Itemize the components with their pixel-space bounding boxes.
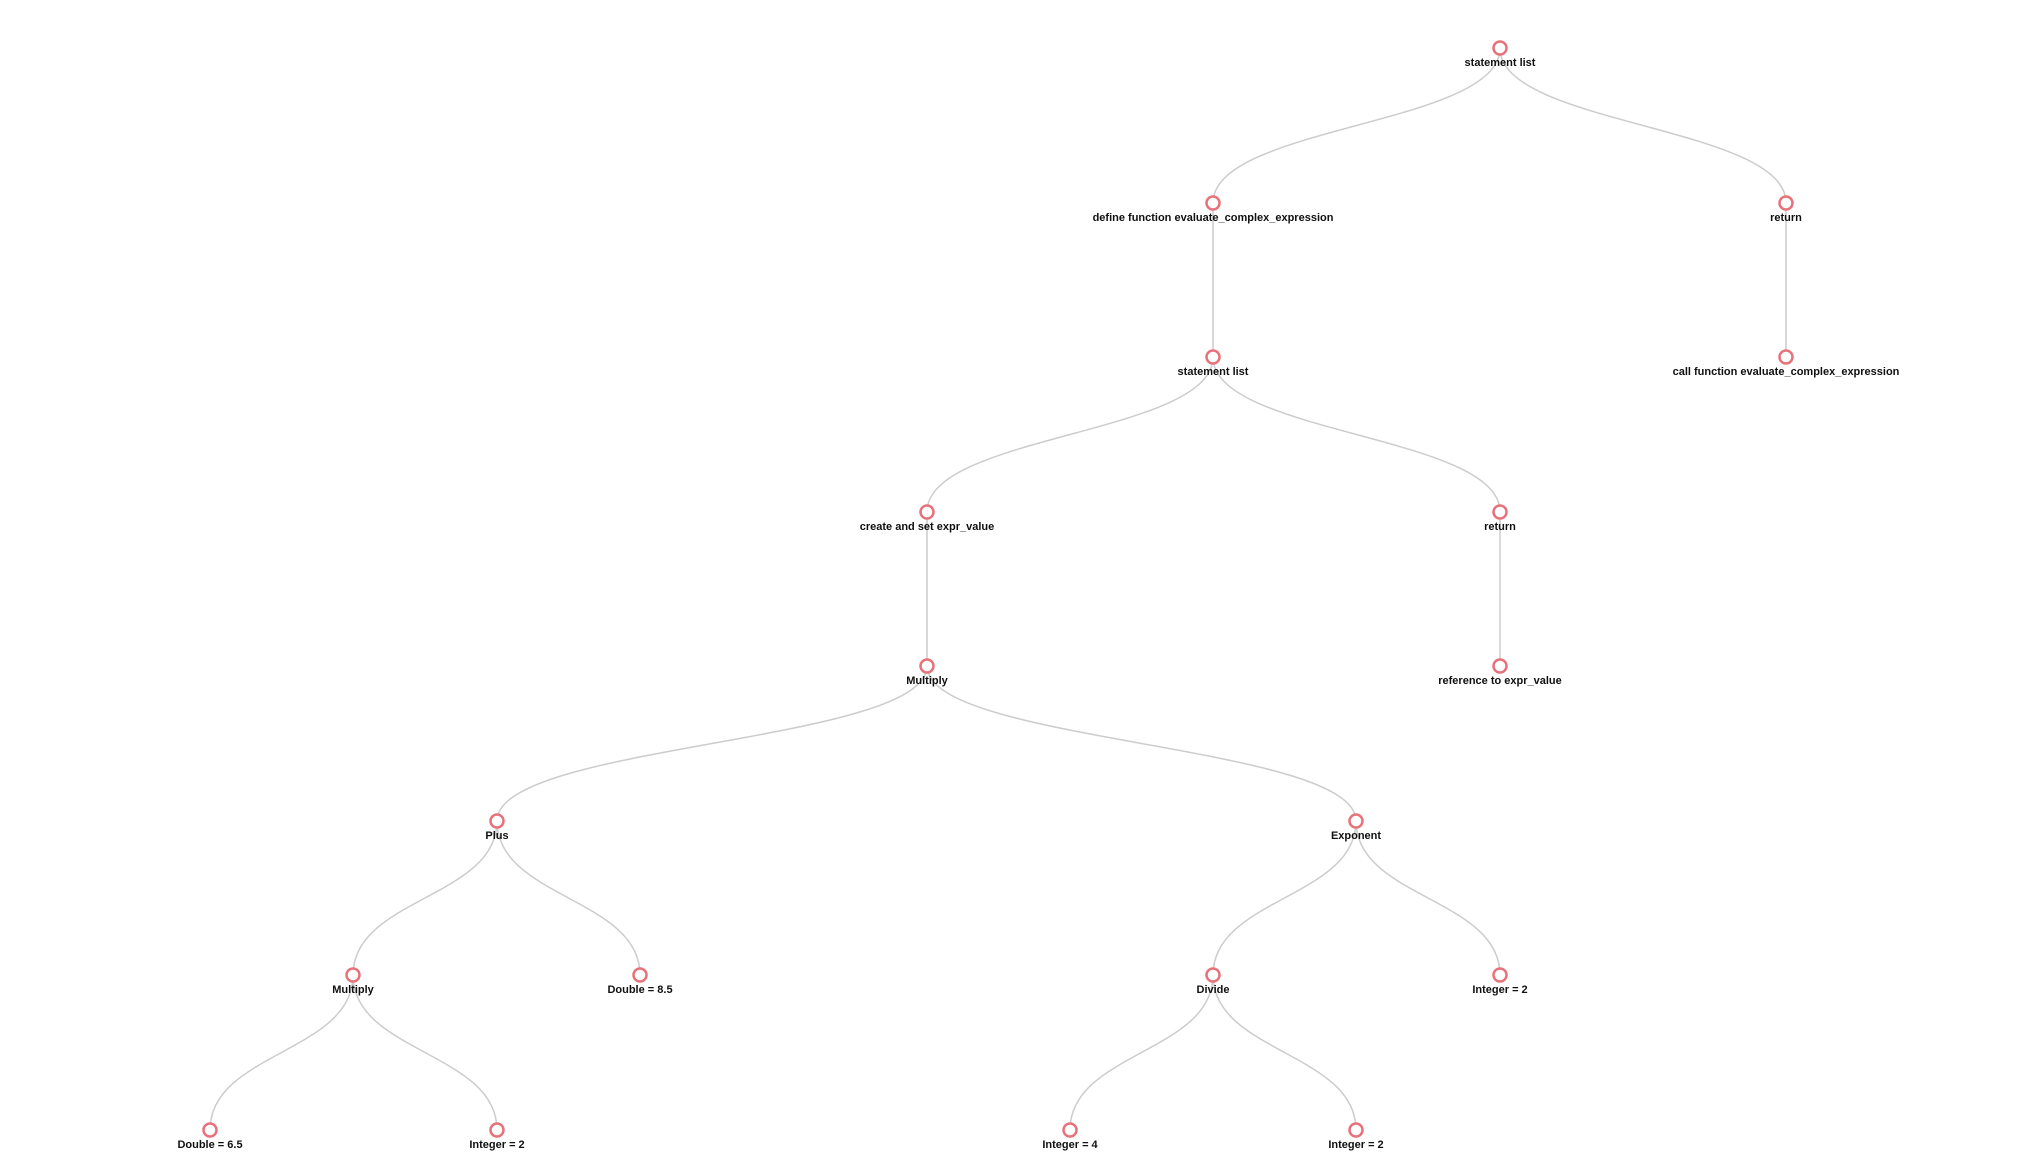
- tree-link: [1212, 356, 1501, 513]
- node-label: Exponent: [1331, 830, 1381, 842]
- tree-link: [352, 974, 498, 1131]
- tree-link: [496, 820, 641, 976]
- tree-node[interactable]: statement list: [1465, 40, 1536, 70]
- node-circle-icon[interactable]: [1492, 40, 1508, 56]
- node-circle-icon[interactable]: [1205, 967, 1221, 983]
- tree-link: [496, 665, 928, 822]
- tree-node[interactable]: Multiply: [906, 658, 949, 688]
- node-label: reference to expr_value: [1438, 675, 1562, 687]
- node-circle-icon[interactable]: [919, 658, 935, 674]
- tree-link: [352, 820, 498, 976]
- tree-link: [209, 974, 354, 1131]
- tree-node[interactable]: Divide: [1196, 967, 1230, 997]
- node-circle-icon[interactable]: [489, 1122, 505, 1138]
- node-label: Divide: [1196, 984, 1229, 996]
- node-label: statement list: [1465, 57, 1536, 69]
- node-circle-icon[interactable]: [1062, 1122, 1078, 1138]
- node-label: Integer = 2: [1472, 984, 1527, 996]
- tree-link: [1212, 974, 1357, 1131]
- node-label: Double = 6.5: [177, 1139, 242, 1151]
- tree-node[interactable]: Multiply: [332, 967, 375, 997]
- tree-link: [1212, 820, 1357, 976]
- node-label: return: [1484, 521, 1516, 533]
- node-circle-icon[interactable]: [202, 1122, 218, 1138]
- tree-node[interactable]: Exponent: [1331, 813, 1381, 843]
- node-circle-icon[interactable]: [1778, 195, 1794, 211]
- tree-node[interactable]: return: [1484, 504, 1516, 534]
- node-label: Integer = 2: [1328, 1139, 1383, 1151]
- tree-link: [926, 356, 1214, 513]
- tree-node[interactable]: call function evaluate_complex_expressio…: [1673, 349, 1900, 379]
- node-circle-icon[interactable]: [1205, 349, 1221, 365]
- tree-link: [1499, 47, 1787, 204]
- tree-link: [1212, 47, 1501, 204]
- node-label: return: [1770, 212, 1802, 224]
- tree-node[interactable]: Integer = 2: [1328, 1122, 1384, 1152]
- node-label: statement list: [1178, 366, 1249, 378]
- node-label: Integer = 2: [469, 1139, 524, 1151]
- node-circle-icon[interactable]: [489, 813, 505, 829]
- tree-link: [1069, 974, 1214, 1131]
- node-circle-icon[interactable]: [1205, 195, 1221, 211]
- node-label: create and set expr_value: [860, 521, 995, 533]
- tree-node[interactable]: Plus: [485, 813, 509, 843]
- node-label: call function evaluate_complex_expressio…: [1673, 366, 1900, 378]
- tree-node[interactable]: define function evaluate_complex_express…: [1093, 195, 1334, 225]
- tree-node[interactable]: Double = 6.5: [177, 1122, 243, 1152]
- node-circle-icon[interactable]: [1778, 349, 1794, 365]
- tree-links: [209, 47, 1787, 1131]
- node-label: Multiply: [906, 675, 948, 687]
- tree-nodes: statement list define function evaluate_c…: [177, 40, 1900, 1152]
- tree-node[interactable]: create and set expr_value: [860, 504, 995, 534]
- node-label: Double = 8.5: [607, 984, 672, 996]
- tree-node[interactable]: Integer = 2: [1472, 967, 1528, 997]
- node-circle-icon[interactable]: [1492, 967, 1508, 983]
- tree-node[interactable]: statement list: [1178, 349, 1249, 379]
- tree-node[interactable]: Integer = 2: [469, 1122, 525, 1152]
- node-circle-icon[interactable]: [1348, 813, 1364, 829]
- tree-node[interactable]: return: [1770, 195, 1802, 225]
- node-label: define function evaluate_complex_express…: [1093, 212, 1334, 224]
- node-circle-icon[interactable]: [632, 967, 648, 983]
- tree-node[interactable]: Integer = 4: [1042, 1122, 1099, 1152]
- node-circle-icon[interactable]: [1348, 1122, 1364, 1138]
- node-circle-icon[interactable]: [919, 504, 935, 520]
- node-circle-icon[interactable]: [1492, 658, 1508, 674]
- node-label: Integer = 4: [1042, 1139, 1098, 1151]
- tree-node[interactable]: reference to expr_value: [1438, 658, 1562, 688]
- node-circle-icon[interactable]: [345, 967, 361, 983]
- tree-link: [926, 665, 1357, 822]
- node-label: Plus: [485, 830, 508, 842]
- node-circle-icon[interactable]: [1492, 504, 1508, 520]
- node-label: Multiply: [332, 984, 374, 996]
- tree-link: [1355, 820, 1501, 976]
- tree-node[interactable]: Double = 8.5: [607, 967, 673, 997]
